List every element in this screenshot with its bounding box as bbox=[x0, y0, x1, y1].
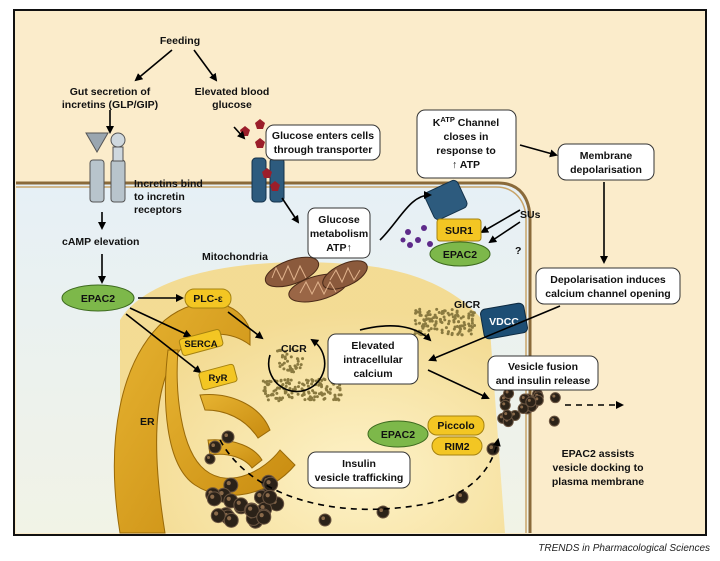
glucose-metab-line1: Glucose bbox=[318, 214, 360, 226]
depol-induces-box bbox=[535, 267, 681, 305]
er-label: ER bbox=[140, 416, 155, 428]
membrane-depol-line1: Membrane bbox=[580, 150, 633, 162]
camp-elevation-label: cAMP elevation bbox=[62, 236, 139, 248]
feeding-label: Feeding bbox=[160, 35, 200, 47]
depol-induces-line1: Depolarisation induces bbox=[550, 274, 666, 286]
serca-protein[interactable] bbox=[178, 329, 224, 356]
question-label: ? bbox=[515, 245, 521, 257]
elevated-calcium-line3: calcium bbox=[353, 368, 392, 380]
glucose-enters-line2: through transporter bbox=[274, 144, 373, 156]
vesicle-fusion-box bbox=[487, 355, 599, 391]
insulin-trafficking-line2: vesicle trafficking bbox=[315, 472, 404, 484]
depol-induces-line2: calcium channel opening bbox=[545, 288, 670, 300]
sur1-protein[interactable] bbox=[436, 218, 482, 242]
piccolo-label: Piccolo bbox=[437, 420, 474, 432]
mitochondria-icon bbox=[264, 256, 368, 303]
insulin-vesicle-cluster bbox=[205, 474, 285, 529]
epac2-main-protein[interactable] bbox=[61, 284, 135, 312]
arrows bbox=[98, 49, 624, 511]
incretins-bind-line3: receptors bbox=[134, 204, 182, 216]
insulin-vesicle-cluster-release bbox=[497, 388, 561, 428]
plasma-membrane bbox=[16, 181, 532, 533]
epac2-assists-line3: plasma membrane bbox=[552, 476, 644, 488]
vdcc-channel[interactable] bbox=[480, 302, 529, 340]
gut-secretion-line2: incretins (GLP/GIP) bbox=[62, 99, 158, 111]
epac2-assists-line2: vesicle docking to bbox=[552, 462, 643, 474]
gicr-calcium bbox=[413, 307, 477, 337]
sur1-label: SUR1 bbox=[445, 225, 473, 237]
plc-epsilon-label: PLC-ε bbox=[193, 293, 222, 305]
elevated-calcium-line2: intracellular bbox=[343, 354, 403, 366]
er-structure bbox=[113, 302, 296, 534]
insulin-trafficking-line1: Insulin bbox=[342, 458, 376, 470]
epac2-bottom-protein[interactable] bbox=[367, 420, 429, 448]
katp-box bbox=[416, 109, 517, 179]
vdcc-label: VDCC bbox=[489, 316, 519, 328]
epac2-bottom-label: EPAC2 bbox=[381, 429, 415, 441]
incretins-bind-line1: Incretins bind bbox=[134, 178, 203, 190]
glucose-metab-line2: metabolism bbox=[310, 228, 368, 240]
elevated-calcium-box bbox=[327, 333, 419, 385]
epac2-main-label: EPAC2 bbox=[81, 293, 115, 305]
katp-line3: response to bbox=[436, 145, 496, 157]
elevated-calcium-line1: Elevated bbox=[351, 340, 394, 352]
vesicle-fusion-line1: Vesicle fusion bbox=[508, 361, 578, 373]
blood-glucose-line1: Elevated blood bbox=[195, 86, 270, 98]
plc-epsilon-protein[interactable] bbox=[184, 288, 232, 309]
mitochondria-label: Mitochondria bbox=[202, 251, 268, 263]
glucose-metab-box bbox=[307, 207, 371, 259]
atp-molecules bbox=[400, 225, 433, 248]
membrane-depol-line2: depolarisation bbox=[570, 164, 642, 176]
katp-line4: ↑ ATP bbox=[452, 159, 480, 171]
katp-channel bbox=[424, 179, 468, 221]
sus-label: SUs bbox=[520, 209, 541, 221]
cicr-label: CICR bbox=[281, 343, 307, 355]
serca-label: SERCA bbox=[184, 339, 217, 350]
insulin-trafficking-box bbox=[307, 451, 411, 489]
katp-line1: KATP Channel bbox=[433, 115, 499, 129]
gut-secretion-line1: Gut secretion of bbox=[70, 86, 151, 98]
glucose-metab-line3: ATP↑ bbox=[326, 242, 351, 254]
ryr-protein[interactable] bbox=[198, 363, 238, 391]
journal-footer: TRENDS in Pharmacological Sciences bbox=[538, 543, 710, 554]
calcium-ions-cicr bbox=[276, 347, 305, 374]
gicr-label: GICR bbox=[454, 299, 481, 311]
membrane-depol-box bbox=[557, 143, 655, 181]
epac2-assists-line1: EPAC2 assists bbox=[562, 448, 635, 460]
glucose-enters-box bbox=[265, 124, 381, 161]
glucose-transporter-icon bbox=[240, 119, 285, 203]
calcium-ions-icon bbox=[261, 377, 345, 403]
katp-line2: closes in bbox=[444, 131, 489, 143]
blood-glucose-line2: glucose bbox=[212, 99, 252, 111]
rim2-protein[interactable] bbox=[431, 436, 483, 456]
piccolo-protein[interactable] bbox=[427, 415, 485, 436]
ryr-label: RyR bbox=[208, 373, 227, 384]
incretin-receptor-icon bbox=[85, 132, 126, 203]
incretins-bind-line2: to incretin bbox=[134, 191, 185, 203]
vesicle-fusion-line2: and insulin release bbox=[496, 375, 591, 387]
glucose-enters-line1: Glucose enters cells bbox=[272, 130, 374, 142]
rim2-label: RIM2 bbox=[444, 441, 469, 453]
epac2-sur-label: EPAC2 bbox=[443, 249, 477, 261]
epac2-sur-protein[interactable] bbox=[429, 241, 491, 267]
